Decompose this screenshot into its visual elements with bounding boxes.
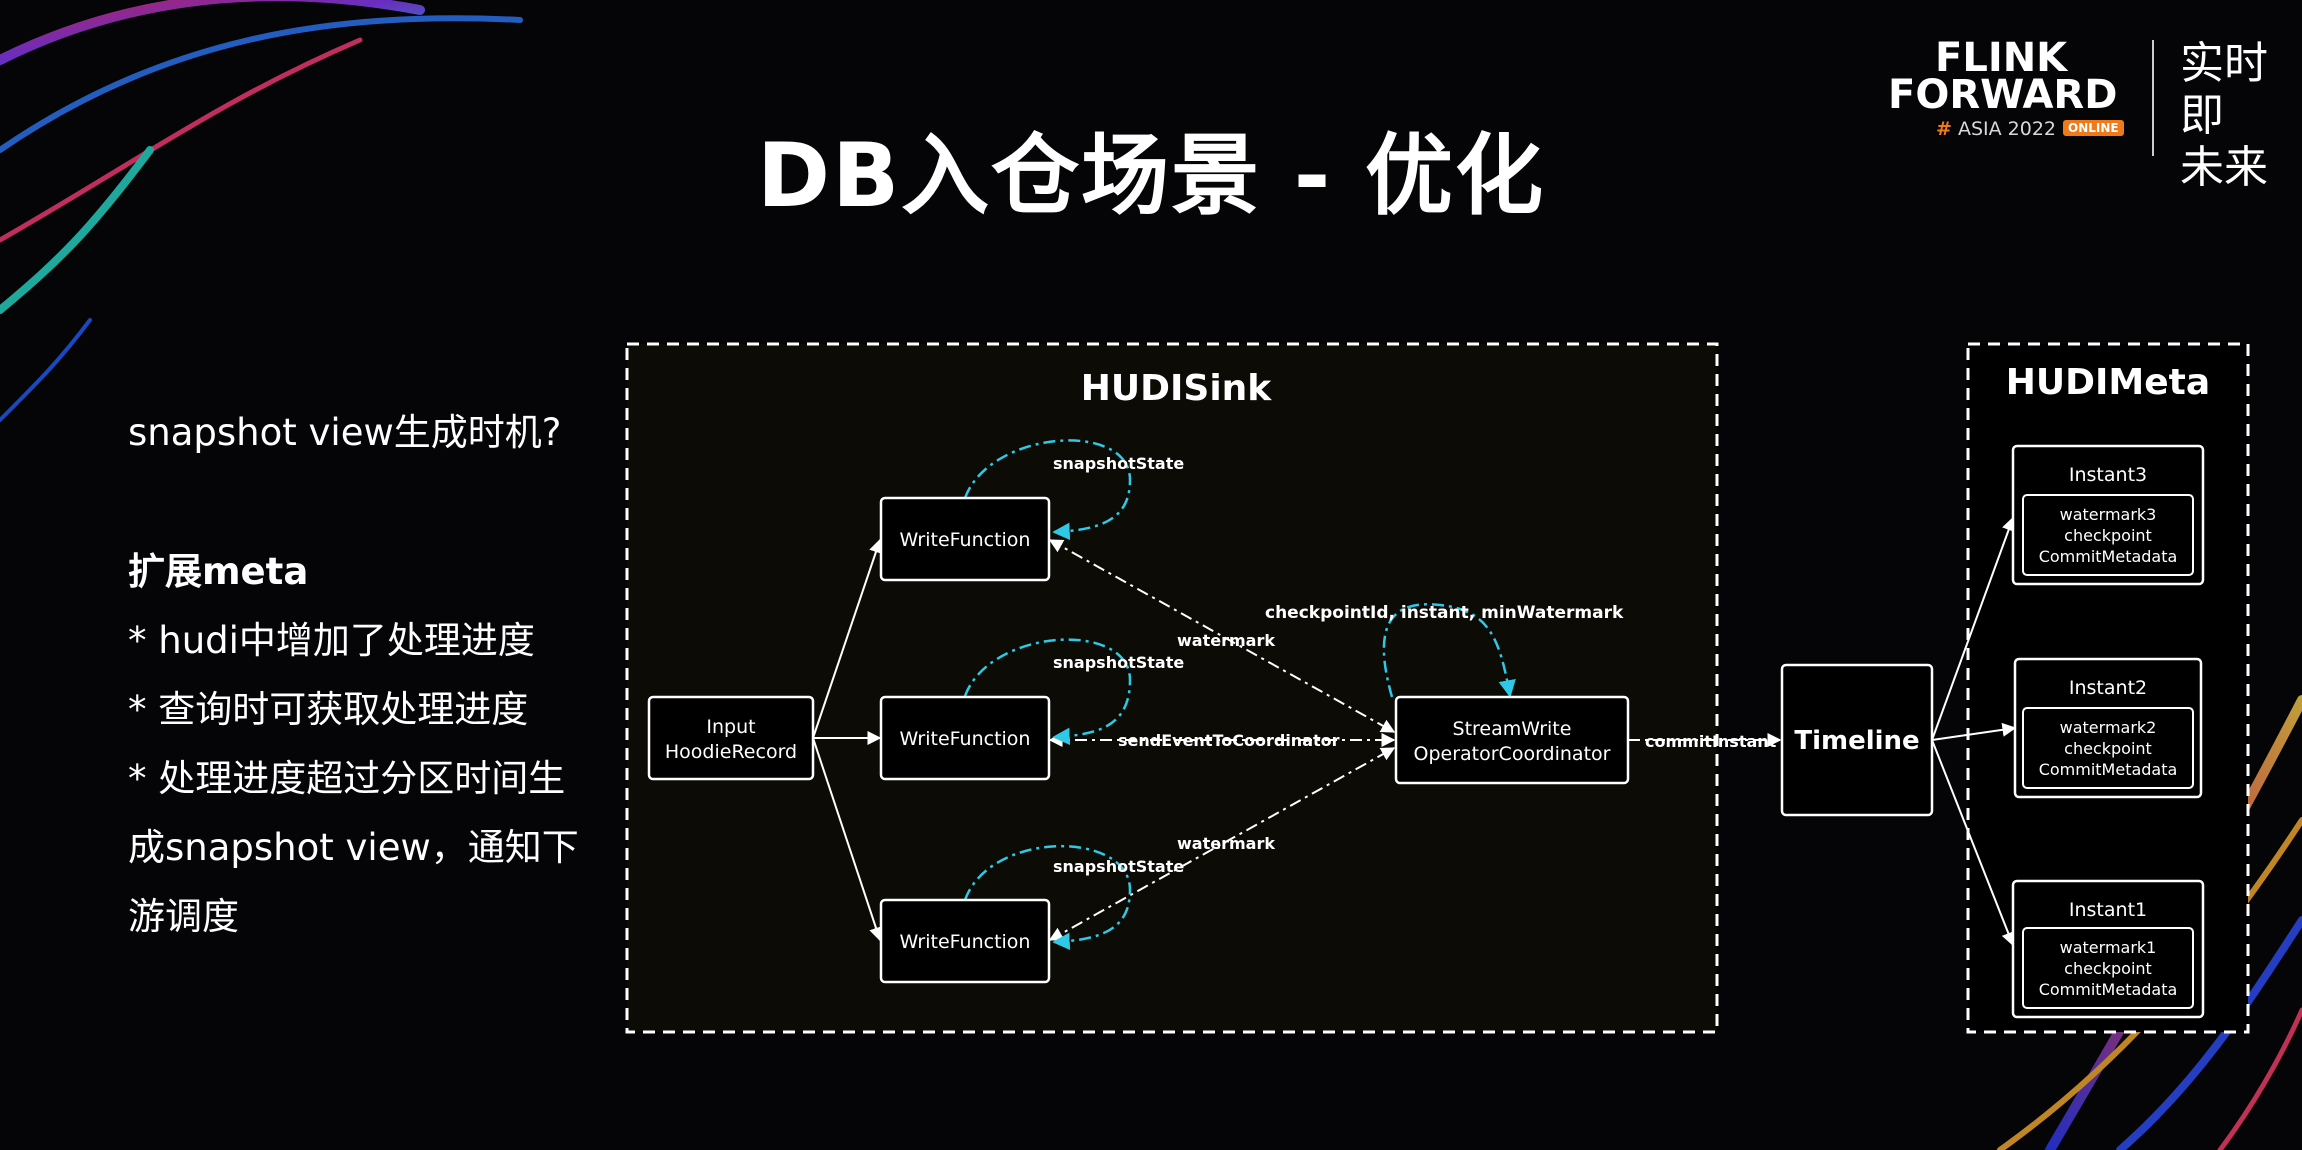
hudi-meta-title: HUDIMeta — [2006, 362, 2210, 403]
instant-1-metadata: CommitMetadata — [2039, 980, 2178, 999]
slide-title: DB入仓场景 - 优化 — [757, 124, 1545, 227]
coordinator-label-2: OperatorCoordinator — [1414, 743, 1611, 765]
instant-3-metadata: CommitMetadata — [2039, 547, 2178, 566]
label-snapshot-state-3: snapshotState — [1053, 857, 1184, 876]
bullet-3: * 处理进度超过分区时间生 — [128, 757, 566, 800]
write-function-3: WriteFunction — [879, 898, 1051, 984]
instant-2: Instant2 watermark2 checkpoint CommitMet… — [2013, 657, 2203, 799]
instant-1: Instant1 watermark1 checkpoint CommitMet… — [2011, 879, 2205, 1019]
logo-asia: ASIA 2022 — [1957, 118, 2057, 140]
bullet-3-cont: 成snapshot view，通知下 — [128, 826, 579, 869]
hudi-sink-title: HUDISink — [1081, 368, 1273, 409]
question-text: snapshot view生成时机? — [128, 411, 562, 454]
hudi-sink-container — [625, 342, 1719, 1034]
instant-3: Instant3 watermark3 checkpoint CommitMet… — [2011, 444, 2205, 586]
write-function-label-3: WriteFunction — [900, 931, 1031, 953]
logo-divider — [2152, 40, 2154, 156]
label-send-event: sendEventToCoordinator — [1118, 731, 1340, 750]
meta-heading: 扩展meta — [128, 550, 309, 593]
write-function-1: WriteFunction — [879, 496, 1051, 582]
edge-timeline-instant2 — [1931, 722, 2017, 741]
logo-slogan-line2: 未来 — [2180, 142, 2268, 193]
logo-slogan-line1: 实时即 — [2180, 38, 2268, 141]
logo-forward: FORWARD — [1888, 72, 2118, 118]
loop-checkpoint — [1382, 603, 1516, 698]
instant-3-checkpoint: checkpoint — [2064, 526, 2152, 545]
input-label-1: Input — [706, 716, 755, 738]
label-commit: commitInstant — [1645, 732, 1777, 751]
write-function-label-1: WriteFunction — [900, 529, 1031, 551]
edge-watermark-top — [1048, 539, 1396, 733]
edge-input-write1 — [812, 538, 883, 739]
instant-1-checkpoint: checkpoint — [2064, 959, 2152, 978]
edge-input-write3 — [812, 737, 883, 942]
loop-snapshot-3 — [963, 844, 1132, 951]
instant-2-metadata: CommitMetadata — [2039, 760, 2178, 779]
edge-timeline-instant3 — [1931, 516, 2016, 741]
write-function-2: WriteFunction — [879, 695, 1051, 781]
coordinator-label-1: StreamWrite — [1453, 718, 1572, 740]
loop-snapshot-2 — [963, 638, 1132, 746]
instant-1-watermark: watermark1 — [2060, 938, 2157, 957]
flink-forward-logo: FLINK FORWARD # ASIA 2022 ONLINE 实时即 未来 — [1880, 20, 2280, 193]
label-snapshot-state-1: snapshotState — [1053, 454, 1184, 473]
timeline-node: Timeline — [1780, 663, 1934, 817]
instant-3-name: Instant3 — [2069, 464, 2147, 486]
instant-2-name: Instant2 — [2069, 677, 2147, 699]
coordinator-node: StreamWrite OperatorCoordinator — [1394, 695, 1630, 785]
timeline-label: Timeline — [1794, 726, 1919, 756]
bullet-2: * 查询时可获取处理进度 — [128, 688, 529, 731]
loop-snapshot-1 — [963, 439, 1132, 541]
logo-slogan: 实时即 未来 — [2180, 38, 2280, 194]
label-checkpoint: checkpointId, instant, minWatermark — [1265, 603, 1624, 623]
label-snapshot-state-2: snapshotState — [1053, 653, 1184, 672]
logo-hash: # — [1936, 118, 1952, 140]
bullet-1: * hudi中增加了处理进度 — [128, 619, 535, 662]
input-label-2: HoodieRecord — [665, 741, 797, 763]
left-text-panel: snapshot view生成时机? 扩展meta * hudi中增加了处理进度… — [128, 398, 608, 951]
input-node: Input HoodieRecord — [647, 695, 815, 781]
label-watermark-top: watermark — [1177, 631, 1275, 650]
edge-timeline-instant1 — [1931, 739, 2015, 947]
label-watermark-bottom: watermark — [1177, 834, 1275, 853]
logo-flink: FLINK — [1935, 35, 2068, 81]
instant-1-name: Instant1 — [2069, 899, 2147, 921]
instant-3-watermark: watermark3 — [2060, 505, 2157, 524]
instant-2-watermark: watermark2 — [2060, 718, 2157, 737]
write-function-label-2: WriteFunction — [900, 728, 1031, 750]
edge-watermark-bottom — [1048, 747, 1396, 941]
logo-online-badge: ONLINE — [2063, 120, 2124, 136]
instant-2-checkpoint: checkpoint — [2064, 739, 2152, 758]
logo-event: # ASIA 2022 — [1936, 118, 2056, 140]
bullet-3-end: 游调度 — [128, 895, 239, 938]
